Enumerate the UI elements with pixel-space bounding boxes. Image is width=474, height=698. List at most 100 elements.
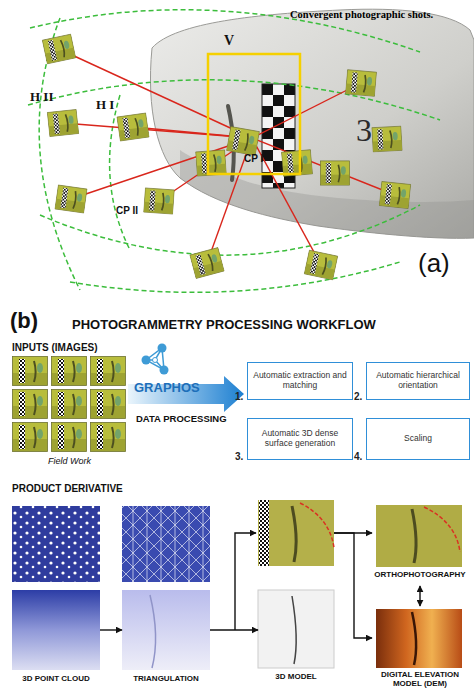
point-label: CP II bbox=[116, 206, 138, 216]
image-caption: Field Work bbox=[48, 457, 91, 466]
figure-title: PHOTOGRAMMETRY PROCESSING WORKFLOW bbox=[72, 318, 376, 331]
product-image bbox=[292, 596, 296, 664]
product-panel: DIGITAL ELEVATION MODEL (DEM) bbox=[372, 606, 468, 696]
product-image bbox=[412, 509, 416, 563]
input-image bbox=[52, 357, 87, 386]
product-image bbox=[12, 590, 100, 670]
sight-line bbox=[59, 49, 395, 265]
panel-letter: (b) bbox=[10, 310, 38, 332]
photo-shot bbox=[196, 150, 227, 176]
photo-shot bbox=[117, 113, 149, 141]
step-number: 4. bbox=[354, 451, 362, 462]
panel-letter: (a) bbox=[418, 250, 450, 276]
process-text: Automatic extraction and matching bbox=[248, 369, 352, 393]
rock-photo bbox=[150, 9, 474, 238]
panel-caption: TRIANGULATION bbox=[122, 674, 210, 683]
product-image bbox=[424, 507, 460, 552]
photo-shot bbox=[42, 34, 76, 64]
product-panel: 3D MODEL bbox=[258, 498, 334, 688]
process-box: 4.Scaling bbox=[366, 418, 470, 460]
process-text: Scaling bbox=[400, 432, 436, 446]
process-arrow bbox=[128, 376, 244, 412]
process-label: DATA PROCESSING bbox=[136, 414, 227, 424]
sight-line bbox=[252, 83, 361, 138]
photo-shot bbox=[144, 188, 175, 214]
photo-shot bbox=[55, 185, 87, 213]
input-image bbox=[91, 423, 126, 452]
input-image bbox=[52, 423, 87, 452]
panel-caption: DIGITAL ELEVATION MODEL (DEM) bbox=[372, 670, 468, 688]
graphos-icon bbox=[142, 344, 169, 375]
product-image bbox=[258, 590, 334, 668]
input-image bbox=[13, 357, 48, 386]
photo-shot bbox=[190, 248, 224, 279]
strip-label: H II bbox=[30, 90, 53, 103]
flow-arrow bbox=[334, 532, 372, 533]
product-image bbox=[258, 500, 334, 566]
product-image bbox=[376, 609, 462, 668]
camera-arc bbox=[70, 262, 400, 292]
product-image bbox=[12, 506, 100, 582]
product-image bbox=[300, 503, 334, 548]
process-box: 1.Automatic extraction and matching bbox=[247, 362, 353, 400]
panel-caption: 3D MODEL bbox=[258, 672, 334, 681]
graphos-icon bbox=[160, 366, 169, 375]
input-image bbox=[13, 357, 126, 452]
photo-shot bbox=[372, 126, 402, 152]
process-text: Automatic hierarchical orientation bbox=[367, 369, 469, 393]
view-frame bbox=[208, 54, 300, 174]
product-image bbox=[150, 595, 156, 668]
photo-shot bbox=[47, 109, 79, 136]
point-label: CP I bbox=[244, 154, 263, 164]
flow-arrow bbox=[100, 629, 122, 630]
flow-arrow bbox=[419, 586, 420, 606]
sight-line bbox=[63, 123, 252, 138]
section-heading: PRODUCT DERIVATIVE bbox=[12, 484, 123, 494]
sight-line bbox=[59, 49, 252, 138]
product-image bbox=[412, 612, 416, 665]
photo-shot bbox=[379, 181, 411, 208]
process-text: Automatic 3D dense surface generation bbox=[248, 427, 352, 451]
figure-note: Convergent photographic shots. bbox=[290, 10, 433, 21]
product-panel: TRIANGULATION bbox=[122, 504, 210, 690]
product-image bbox=[12, 500, 462, 670]
flow-arrow bbox=[210, 629, 258, 630]
graphos-icon bbox=[153, 358, 158, 363]
strip-label: H I bbox=[96, 98, 114, 111]
process-box: 3.Automatic 3D dense surface generation bbox=[247, 418, 353, 460]
step-number: 3. bbox=[235, 451, 243, 462]
photo-shot bbox=[304, 250, 338, 280]
input-image bbox=[91, 390, 126, 419]
camera-arc bbox=[28, 80, 440, 120]
panel-caption: 3D POINT CLOUD bbox=[12, 674, 100, 683]
photo-shot bbox=[345, 70, 376, 97]
graphos-icon bbox=[158, 344, 167, 353]
photo-shot bbox=[42, 34, 411, 280]
product-image bbox=[259, 500, 269, 566]
product-image bbox=[122, 590, 210, 670]
rock-photo bbox=[180, 150, 474, 238]
product-panel: ORTHOPHOTOGRAPHY bbox=[372, 502, 468, 586]
product-image bbox=[292, 506, 296, 562]
step-number: 2. bbox=[354, 391, 362, 402]
input-image bbox=[91, 357, 126, 386]
step-number: 1. bbox=[235, 391, 243, 402]
photo-shot bbox=[281, 150, 312, 177]
camera-arc bbox=[40, 205, 420, 255]
input-image bbox=[52, 390, 87, 419]
input-image bbox=[13, 423, 48, 452]
branch-arrow bbox=[235, 533, 256, 630]
product-panel: 3D POINT CLOUD bbox=[12, 504, 100, 690]
product-image bbox=[122, 506, 210, 582]
flow-arrow bbox=[334, 533, 372, 638]
rock-photo bbox=[150, 9, 474, 238]
section-heading: INPUTS (IMAGES) bbox=[12, 343, 98, 353]
software-name: GRAPHOS bbox=[134, 381, 200, 394]
process-box: 2.Automatic hierarchical orientation bbox=[366, 362, 470, 400]
photo-shot bbox=[227, 127, 260, 156]
input-image bbox=[13, 390, 48, 419]
rock-mark: 3 bbox=[356, 114, 372, 146]
